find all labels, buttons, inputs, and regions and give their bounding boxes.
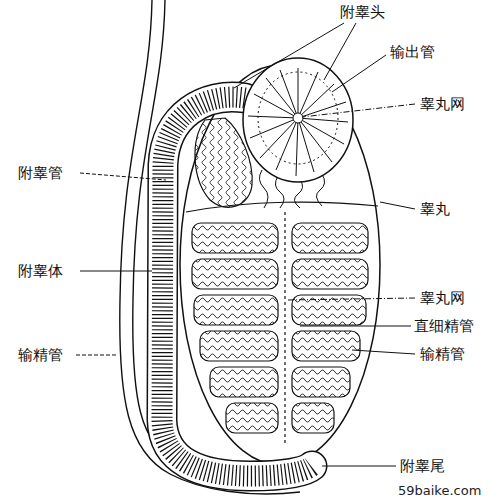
rete-center <box>293 113 303 123</box>
lobule <box>292 223 368 253</box>
leader-line <box>234 23 344 88</box>
lobule <box>226 403 278 433</box>
lobule <box>192 223 278 253</box>
leader-line <box>302 104 415 117</box>
part-label: 睾丸网 <box>420 95 465 113</box>
leader-lines <box>76 23 415 466</box>
rete-rays <box>248 68 348 176</box>
leader-line <box>287 298 415 300</box>
duct <box>275 176 284 208</box>
head-outline <box>243 58 353 182</box>
leader-line <box>300 326 411 327</box>
part-label: 附睾管 <box>18 164 63 182</box>
leader-line <box>322 466 396 467</box>
rete-ring <box>258 72 338 164</box>
leader-line <box>352 350 415 354</box>
lobule <box>292 367 350 397</box>
duct <box>294 180 302 208</box>
leader-line <box>324 23 356 80</box>
part-label: 输精管 <box>420 345 465 363</box>
part-label: 附睾尾 <box>400 457 445 475</box>
lobule <box>210 367 278 397</box>
part-label: 直细精管 <box>414 317 474 335</box>
part-label: 睾丸网 <box>420 289 465 307</box>
lobule <box>192 259 278 289</box>
lobule <box>194 295 278 325</box>
leader-line <box>80 173 166 180</box>
leader-line <box>380 202 415 209</box>
leader-line <box>76 355 116 356</box>
lobule <box>292 259 368 289</box>
lobule <box>292 403 334 433</box>
leader-line <box>80 271 152 272</box>
part-label: 睾丸 <box>420 200 450 218</box>
leader-line <box>332 55 386 92</box>
ray <box>248 68 348 176</box>
lobule <box>292 331 360 361</box>
part-label: 附睾头 <box>340 3 385 21</box>
lobules <box>192 223 368 433</box>
part-label: 输出管 <box>390 43 435 61</box>
watermark: 59baike.com <box>398 482 481 500</box>
mediastinum <box>284 212 285 445</box>
part-label: 输精管 <box>18 346 63 364</box>
duct <box>259 170 268 208</box>
part-label: 附睾体 <box>18 262 63 280</box>
lobule <box>200 331 278 361</box>
